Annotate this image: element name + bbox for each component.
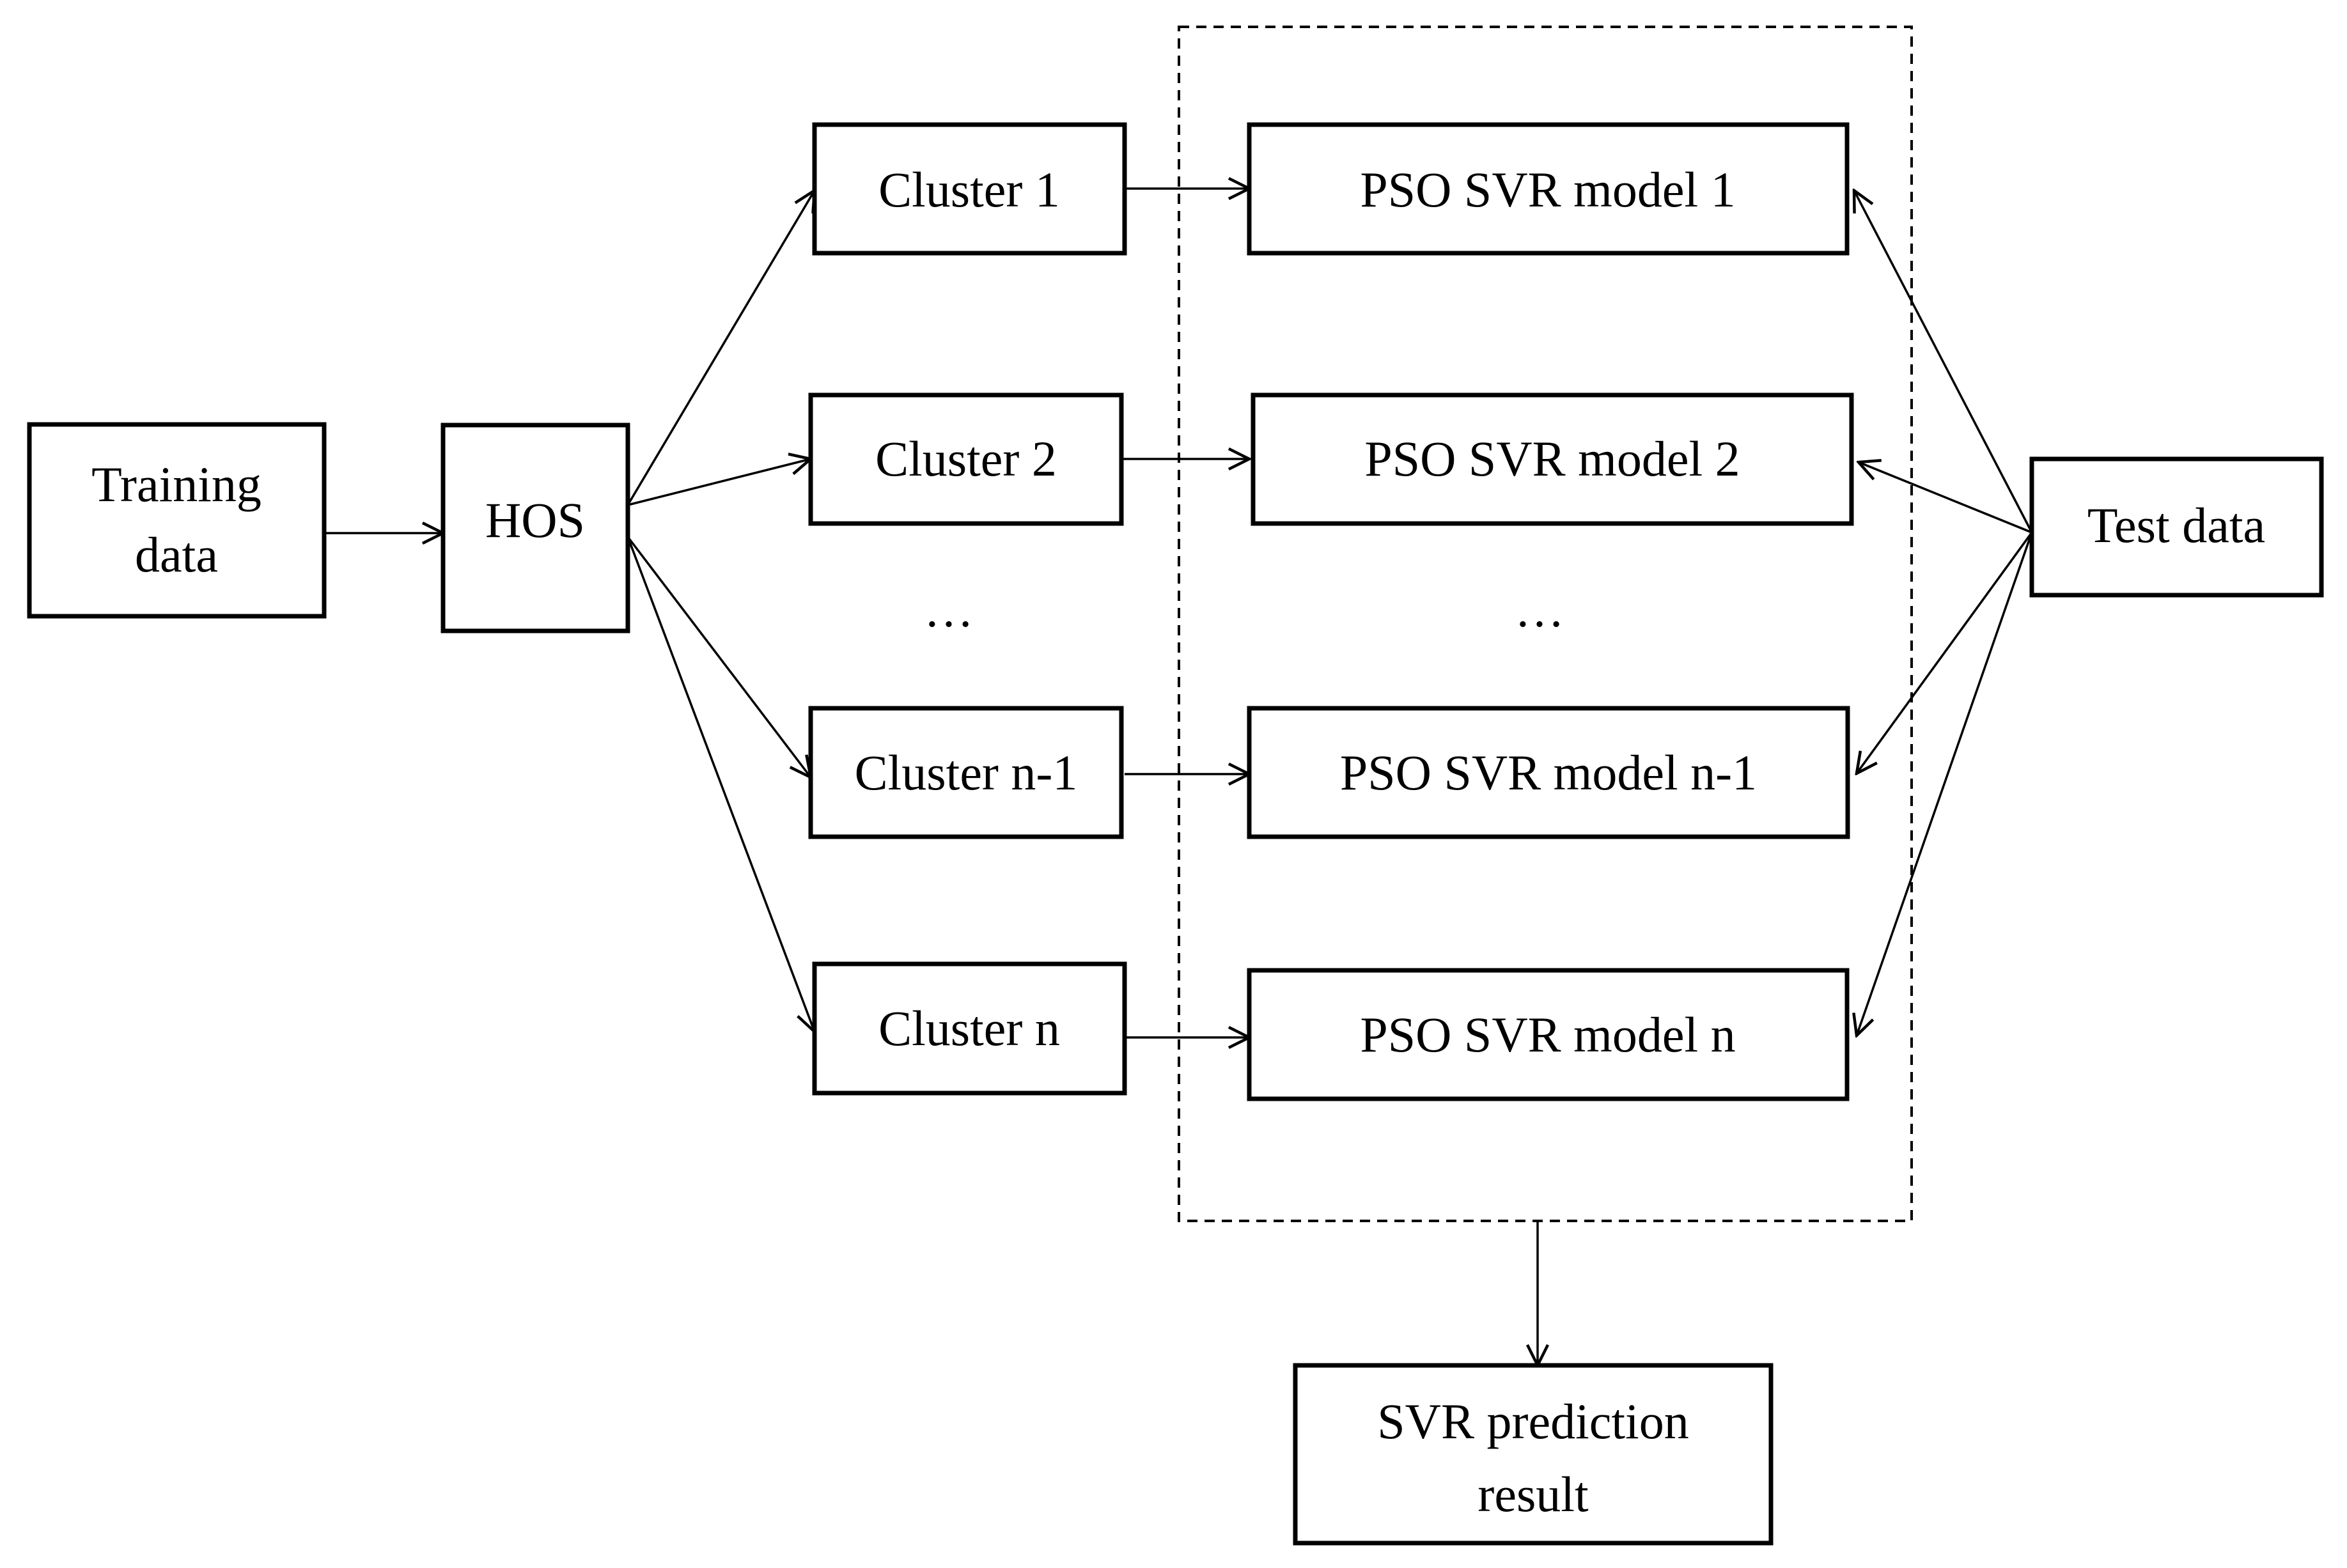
edge-hos-to-cluster-2: [627, 459, 811, 506]
node-box: [1247, 706, 1850, 839]
node-label: PSO SVR model n: [1360, 1007, 1735, 1062]
node-cluster-1: Cluster 1: [812, 122, 1127, 256]
node-model-n: PSO SVR model n: [1247, 968, 1850, 1101]
node-label: Cluster n: [878, 1000, 1060, 1056]
node-label: PSO SVR model n-1: [1340, 745, 1757, 800]
node-box: [808, 706, 1124, 839]
node-label-line-1: SVR prediction: [1377, 1393, 1688, 1449]
edges: [324, 189, 2033, 1365]
edge-test-to-model-n: [1857, 532, 2033, 1036]
node-hos: HOS: [441, 423, 630, 633]
node-svr-prediction-result: SVR prediction result: [1293, 1363, 1774, 1546]
node-box: [808, 392, 1124, 526]
node-box: [1247, 122, 1850, 256]
node-model-2: PSO SVR model 2: [1251, 392, 1854, 526]
node-cluster-n-1: Cluster n-1: [808, 706, 1124, 839]
node-label-line-2: result: [1478, 1466, 1589, 1522]
node-label: HOS: [485, 492, 585, 548]
node-label: Cluster n-1: [855, 745, 1078, 800]
node-model-1: PSO SVR model 1: [1247, 122, 1850, 256]
edge-hos-to-cluster-n: [627, 536, 815, 1032]
edge-test-to-model-n-1: [1857, 531, 2033, 773]
node-box: [441, 423, 630, 633]
node-label: Cluster 2: [875, 431, 1057, 486]
model-group-frame: [1178, 26, 1913, 1222]
models-ellipsis: …: [1515, 582, 1564, 637]
node-label: PSO SVR model 2: [1364, 431, 1740, 486]
node-label-line-2: data: [135, 527, 218, 582]
node-training-data: Training data: [27, 422, 327, 619]
node-box: [812, 961, 1127, 1096]
edge-hos-to-cluster-1: [627, 190, 815, 506]
node-label: PSO SVR model 1: [1360, 162, 1735, 217]
edge-test-to-model-2: [1859, 462, 2032, 534]
node-test-data: Test data: [2029, 456, 2324, 598]
node-label: Cluster 1: [878, 162, 1060, 217]
node-label: Test data: [2087, 497, 2265, 553]
node-box: [1251, 392, 1854, 526]
clusters-ellipsis: …: [924, 582, 974, 637]
node-box: [1293, 1363, 1774, 1546]
node-label-line-1: Training: [91, 456, 261, 512]
node-model-n-1: PSO SVR model n-1: [1247, 706, 1850, 839]
node-box: [27, 422, 327, 619]
edge-test-to-model-1: [1854, 190, 2033, 533]
node-box: [2029, 456, 2324, 598]
edge-hos-to-cluster-n-1: [627, 536, 811, 777]
node-box: [1247, 968, 1850, 1101]
node-cluster-n: Cluster n: [812, 961, 1127, 1096]
node-box: [812, 122, 1127, 256]
node-cluster-2: Cluster 2: [808, 392, 1124, 526]
